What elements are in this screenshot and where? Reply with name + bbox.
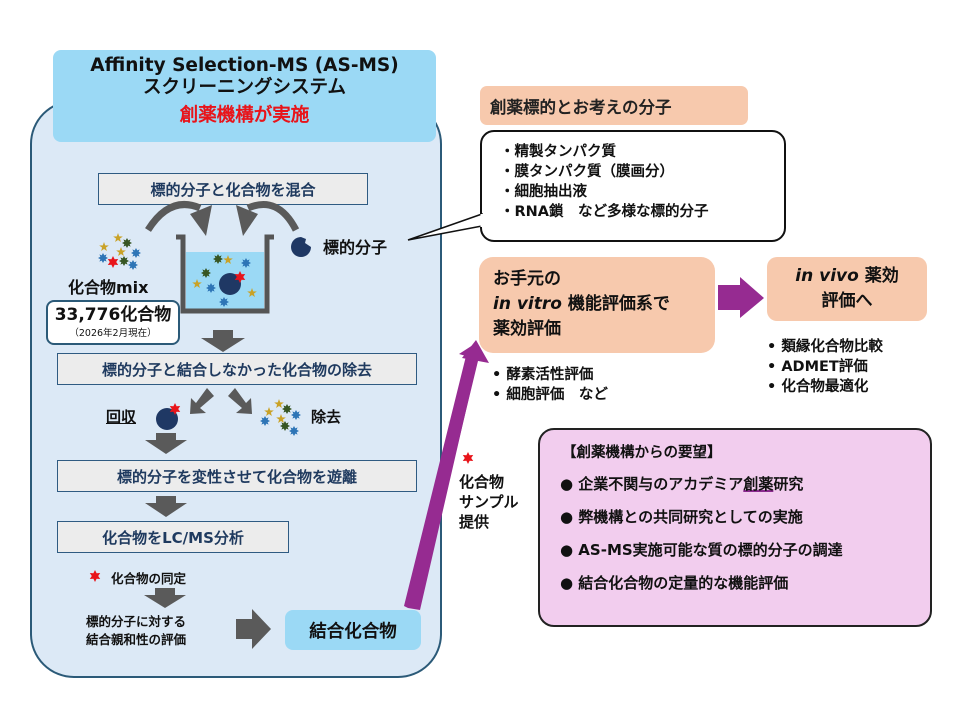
invitro-evaluation-box: お手元の in vitro 機能評価系で 薬効評価 [479,257,715,353]
beaker-contents [192,254,257,307]
sample-line-2: サンプル [459,493,519,511]
down-arrow-icon [201,330,245,352]
target-molecule-icon [291,237,311,257]
target-item: ・細胞抽出液 [500,184,587,200]
invitro-italic: in vitro [493,294,562,314]
down-arrow-icon [145,496,187,517]
requests-box: 【創薬機構からの要望】 ● 企業不関与のアカデミア創薬研究 ● 弊機構との共同研… [538,428,932,627]
count-date-note: （2026年2月現在） [69,328,157,339]
collect-label: 回収 [106,408,137,426]
invivo-line-2: 評価へ [821,291,873,311]
affinity-line-2: 結合親和性の評価 [86,632,187,647]
compound-count: 33,776化合物 [54,305,172,325]
curved-arrow-right-icon [236,201,300,236]
invitro-line-3: 薬効評価 [493,319,561,339]
title-line-1: Affinity Selection-MS (AS-MS) [90,55,399,76]
invivo-list-item: • 類縁化合物比較 [767,339,883,355]
invitro-list-item: • 細胞評価 など [492,387,608,403]
targets-header: 創薬標的とお考えの分子 [480,86,748,125]
curved-arrow-left-icon [145,201,212,236]
target-item: ・膜タンパク質（膜画分） [500,164,674,180]
target-item: ・精製タンパク質 [500,144,616,160]
down-arrow-icon [145,433,187,454]
identify-label: 化合物の同定 [111,571,187,586]
target-molecule-label: 標的分子 [323,238,388,257]
invitro-list-item: • 酵素活性評価 [492,367,594,383]
request-item-underlined: 創薬 [743,475,774,493]
invitro-line-1: お手元の [493,269,561,289]
compound-count-box: 33,776化合物 （2026年2月現在） [46,300,180,345]
invivo-line-1: in vivo 薬効 [767,264,927,289]
identify-star-icon [89,570,101,582]
step-denature-release: 標的分子を変性させて化合物を遊離 [57,460,417,492]
sample-line-3: 提供 [459,513,490,531]
invitro-rest: 機能評価系で [561,294,670,314]
invitro-line-2: in vitro 機能評価系で [493,292,715,317]
invitro-to-invivo-arrow-icon [718,277,764,318]
compound-mix-label: 化合物mix [68,278,149,297]
invivo-rest: 薬効 [858,266,899,286]
request-item: ● 企業不関与のアカデミア創薬研究 [560,473,930,495]
affinity-line-1: 標的分子に対する [86,614,187,629]
sample-line-1: 化合物 [459,473,505,491]
invivo-italic: in vivo [795,266,859,286]
request-item: ● AS-MS実施可能な質の標的分子の調達 [560,541,843,559]
target-item: ・RNA鎖 など多様な標的分子 [500,204,709,220]
compound-mix-icon [98,233,141,270]
request-item-text: 研究 [773,475,804,493]
remove-label: 除去 [311,408,342,426]
invivo-evaluation-box: in vivo 薬効 評価へ [767,257,927,321]
speech-bubble-tail [407,212,484,241]
request-item-text: ● 企業不関与のアカデミア [560,475,744,493]
step-mix: 標的分子と化合物を混合 [98,173,368,205]
arrow-to-collect-icon [190,388,214,414]
invivo-list-item: • 化合物最適化 [767,379,869,395]
requests-header: 【創薬機構からの要望】 [562,445,722,461]
invivo-list: • 類縁化合物比較 • ADMET評価 • 化合物最適化 [767,337,883,397]
binding-compound-box: 結合化合物 [285,610,421,650]
sample-provision-arrow-icon [404,340,489,610]
invivo-list-item: • ADMET評価 [767,359,868,375]
title-subtitle: 創薬機構が実施 [179,105,310,126]
down-arrow-icon [144,588,186,608]
invitro-list: • 酵素活性評価 • 細胞評価 など [492,365,608,405]
request-item: ● 弊機構との共同研究としての実施 [560,508,803,526]
title-box: Affinity Selection-MS (AS-MS) スクリーニングシステ… [53,50,436,142]
right-arrow-icon [236,609,271,649]
collected-molecule-icon [156,403,181,430]
removed-compounds-icon [260,399,301,436]
title-line-2: スクリーニングシステム [143,77,346,98]
request-item: ● 結合化合物の定量的な機能評価 [560,574,789,592]
sample-provision-label: 化合物 サンプル 提供 [459,472,519,532]
targets-speech-bubble: ・精製タンパク質 ・膜タンパク質（膜画分） ・細胞抽出液 ・RNA鎖 など多様な… [480,130,786,242]
sample-star-icon [462,452,474,464]
arrow-to-remove-icon [228,388,252,414]
step-remove-unbound: 標的分子と結合しなかった化合物の除去 [57,353,417,385]
step-lcms-analysis: 化合物をLC/MS分析 [57,521,289,553]
affinity-evaluation-label: 標的分子に対する 結合親和性の評価 [86,613,186,649]
